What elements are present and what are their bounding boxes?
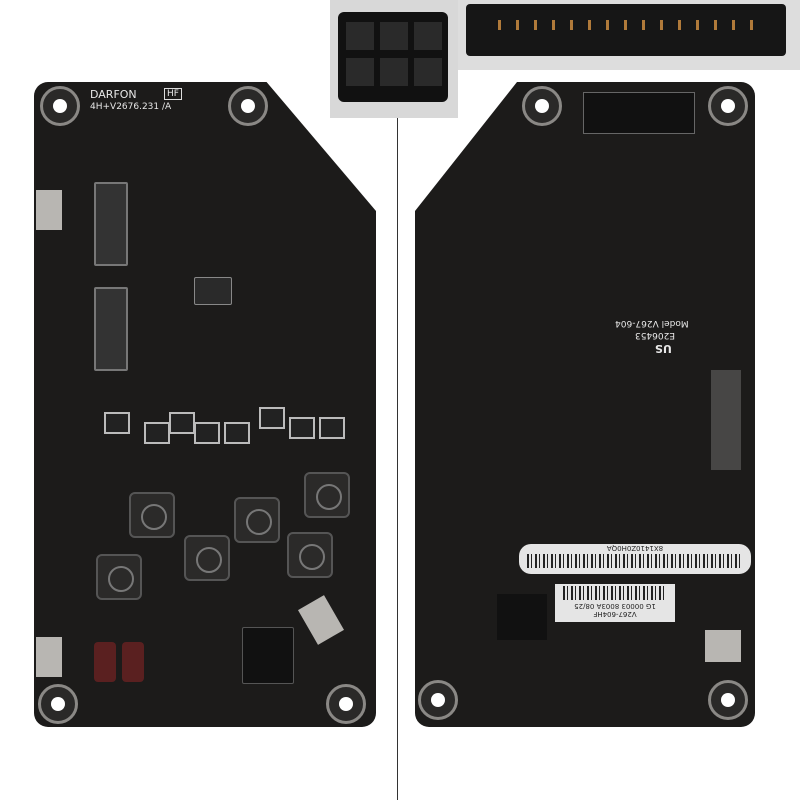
mosfet (289, 417, 315, 439)
mosfet (169, 412, 195, 434)
small-label-line: V267-604HF (593, 610, 637, 618)
mount-hole (40, 86, 80, 126)
mounting-tab (36, 190, 62, 230)
inductor (96, 554, 142, 600)
divider-line (397, 118, 398, 800)
file-number: E206453 (635, 330, 676, 340)
brand-logo: DARFON (90, 88, 137, 101)
mount-hole (708, 680, 748, 720)
inductor (304, 472, 350, 518)
serial-label: 8X1410Z0H0QA (519, 544, 751, 574)
mount-hole (326, 684, 366, 724)
connector-pin-socket (414, 22, 442, 50)
small-label-line: 1G 00003 8003A 08/25 (574, 602, 656, 610)
mosfet (104, 412, 130, 434)
inductor (184, 535, 230, 581)
transformer (94, 182, 128, 266)
ul-mark: US (655, 342, 672, 355)
mount-hole (522, 86, 562, 126)
electrolytic-capacitor (122, 642, 144, 682)
connector-pin-socket (346, 58, 374, 86)
mosfet (144, 422, 170, 444)
connector-inset-ribbon (458, 0, 800, 70)
mounting-tab (705, 630, 741, 662)
barcode (527, 554, 743, 568)
ribbon-connector-body (466, 4, 786, 56)
mosfet (224, 422, 250, 444)
ic-chip (194, 277, 232, 305)
mount-hole (708, 86, 748, 126)
mounting-tab (298, 595, 344, 645)
serial-number: 8X1410Z0H0QA (606, 544, 664, 552)
mosfet (319, 417, 345, 439)
mount-hole (418, 680, 458, 720)
power-connector (497, 594, 547, 640)
connector-pin-socket (346, 22, 374, 50)
part-number: 4H+V2676.231 /A (90, 102, 172, 112)
power-connector (242, 627, 294, 684)
small-label: 1G 00003 8003A 08/25 V267-604HF (555, 584, 675, 622)
connector-pin-socket (380, 22, 408, 50)
ribbon-connector (583, 92, 695, 134)
mosfet (259, 407, 285, 429)
insulating-tape (711, 370, 741, 470)
transformer (94, 287, 128, 371)
hf-mark: HF (164, 88, 182, 100)
inductor (287, 532, 333, 578)
mounting-tab (36, 637, 62, 677)
mount-hole (38, 684, 78, 724)
connector-pin-socket (380, 58, 408, 86)
connector-pin-socket (414, 58, 442, 86)
pcb-back: US E206453 Model V267-604 8X1410Z0H0QA 1… (415, 82, 755, 727)
model-text: Model V267-604 (615, 318, 689, 328)
mosfet (194, 422, 220, 444)
inductor (129, 492, 175, 538)
inductor (234, 497, 280, 543)
electrolytic-capacitor (94, 642, 116, 682)
mount-hole (228, 86, 268, 126)
barcode (563, 586, 667, 600)
pcb-front: DARFON HF 4H+V2676.231 /A (34, 82, 376, 727)
ribbon-connector-pins (498, 20, 758, 30)
connector-inset-6pin (330, 0, 458, 118)
